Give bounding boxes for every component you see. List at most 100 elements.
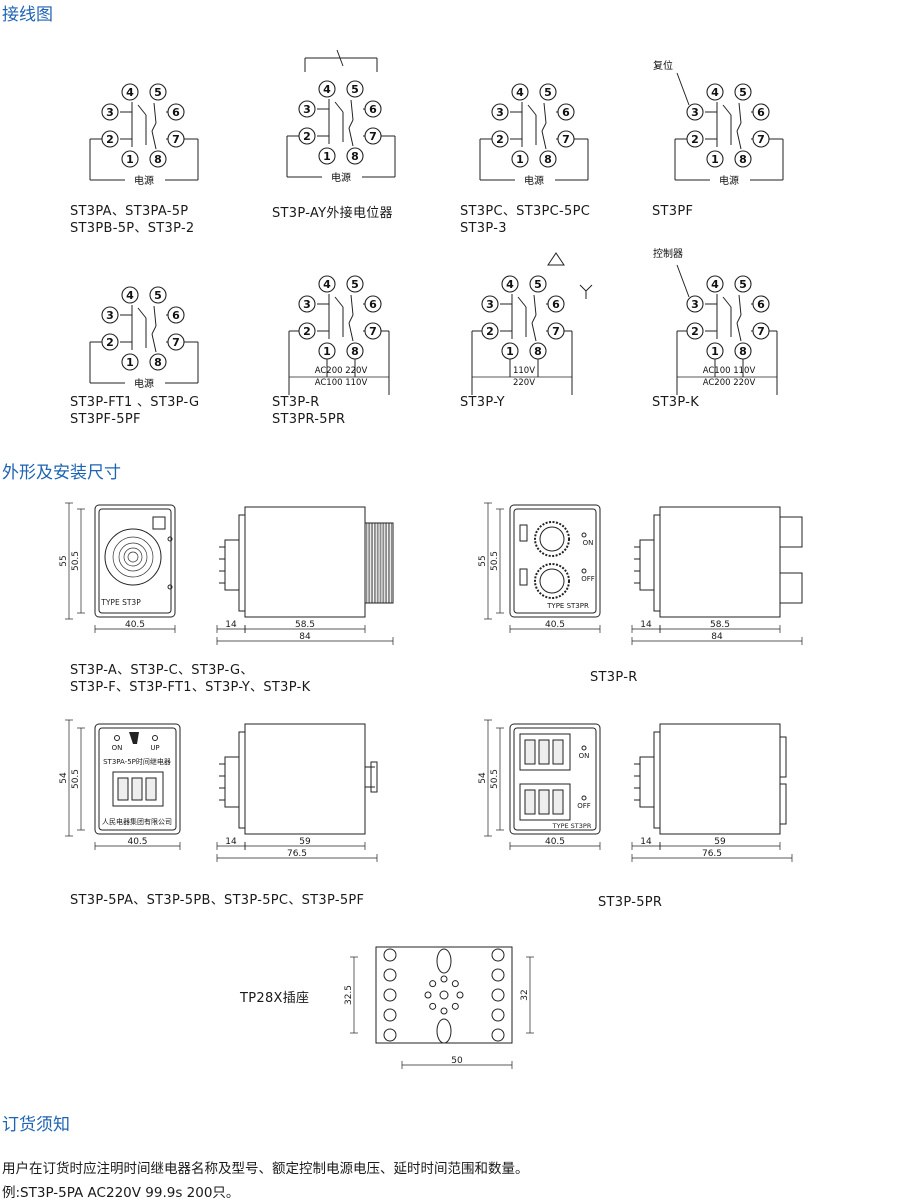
socket-hole-0	[456, 991, 464, 999]
pin-5	[734, 83, 752, 101]
pin-8	[539, 150, 557, 168]
pin-3-label: 3	[691, 298, 699, 311]
width: 40.5	[125, 620, 145, 630]
power-label: 电源	[134, 377, 154, 390]
pin-2-label: 2	[496, 133, 504, 146]
brand-logo	[129, 732, 139, 744]
pin-6	[752, 295, 770, 313]
voltage-label-2: AC200 220V	[703, 378, 756, 388]
terminal-left-0	[383, 948, 397, 962]
pin-7-label: 7	[172, 133, 180, 146]
side-view-depth-total: 84	[711, 632, 723, 642]
pin-6-label: 6	[757, 298, 765, 311]
pin-1-label: 1	[126, 356, 134, 369]
pin-1	[121, 353, 139, 371]
led-2	[581, 795, 587, 801]
pin-3	[101, 103, 119, 121]
height-inner: 50.5	[490, 551, 500, 571]
pin-8-label: 8	[544, 153, 552, 166]
pin-2-label: 2	[303, 130, 311, 143]
voltage-label-1: 110V	[513, 366, 535, 376]
on-label: ON	[112, 744, 123, 752]
ordering-text-2: 例:ST3P-5PA AC220V 99.9s 200只。	[2, 1185, 240, 1201]
led-on	[114, 735, 120, 741]
height-inner: 50.5	[490, 769, 500, 789]
height-outer: 54	[59, 772, 69, 784]
pin-4-label: 4	[323, 83, 331, 96]
pin-6	[364, 100, 382, 118]
pin-4-label: 4	[711, 278, 719, 291]
pin-4-label: 4	[516, 86, 524, 99]
power-label: 电源	[719, 174, 739, 187]
pin-6	[364, 295, 382, 313]
pin-1	[121, 150, 139, 168]
pin-6-label: 6	[172, 309, 180, 322]
off-label: OFF	[581, 575, 595, 583]
dial-ring-2	[123, 547, 143, 567]
up-label: UP	[150, 744, 159, 752]
pin-8	[149, 353, 167, 371]
pin-6-label: 6	[552, 298, 560, 311]
pin-5-label: 5	[154, 86, 162, 99]
pin-6	[167, 306, 185, 324]
width: 40.5	[545, 837, 565, 847]
socket-hole-5	[429, 980, 437, 988]
pin-8-label: 8	[351, 345, 359, 358]
pin-8	[734, 150, 752, 168]
pin-5	[346, 275, 364, 293]
socket-hole-1	[451, 1002, 459, 1010]
side-view-depth-a: 14	[640, 837, 652, 847]
pin-1-label: 1	[516, 153, 524, 166]
type-label: TYPE ST3P	[100, 598, 141, 607]
pin-2-label: 2	[691, 325, 699, 338]
socket-width: 50	[451, 1056, 463, 1066]
knob-1	[539, 568, 565, 594]
led-up	[152, 735, 158, 741]
pin-2-label: 2	[691, 133, 699, 146]
terminal-right-1	[491, 968, 505, 982]
socket-caption: TP28X插座	[240, 991, 310, 1006]
power-label: 电源	[134, 174, 154, 187]
pin-3-label: 3	[496, 106, 504, 119]
power-label: 电源	[331, 171, 351, 184]
dimension-caption-2: ST3P-R	[590, 670, 638, 685]
pin-5-label: 5	[351, 278, 359, 291]
led-2	[167, 584, 173, 590]
pin-4-label: 4	[323, 278, 331, 291]
diagram-note: 复位	[653, 59, 673, 72]
side-view-depth-b: 58.5	[295, 620, 315, 630]
pin-3	[298, 100, 316, 118]
dial-outer	[104, 528, 162, 586]
pin-8	[346, 147, 364, 165]
maker-text: 人民电器集团有限公司	[102, 817, 172, 826]
ordering-text-1: 用户在订货时应注明时间继电器名称及型号、额定控制电源电压、延时时间范围和数量。	[2, 1161, 529, 1177]
pin-6	[752, 103, 770, 121]
led-1	[167, 536, 173, 542]
pin-4	[706, 275, 724, 293]
pin-1-label: 1	[506, 345, 514, 358]
pin-4	[511, 83, 529, 101]
knob-ring-1	[534, 563, 570, 599]
pin-2-label: 2	[486, 325, 494, 338]
pin-7-label: 7	[562, 133, 570, 146]
pin-5	[529, 275, 547, 293]
side-view-depth-b: 59	[299, 837, 311, 847]
side-view-depth-a: 14	[225, 620, 237, 630]
on-label: ON	[579, 752, 590, 760]
pin-4	[318, 275, 336, 293]
type-label: TYPE ST3PR	[552, 822, 592, 830]
